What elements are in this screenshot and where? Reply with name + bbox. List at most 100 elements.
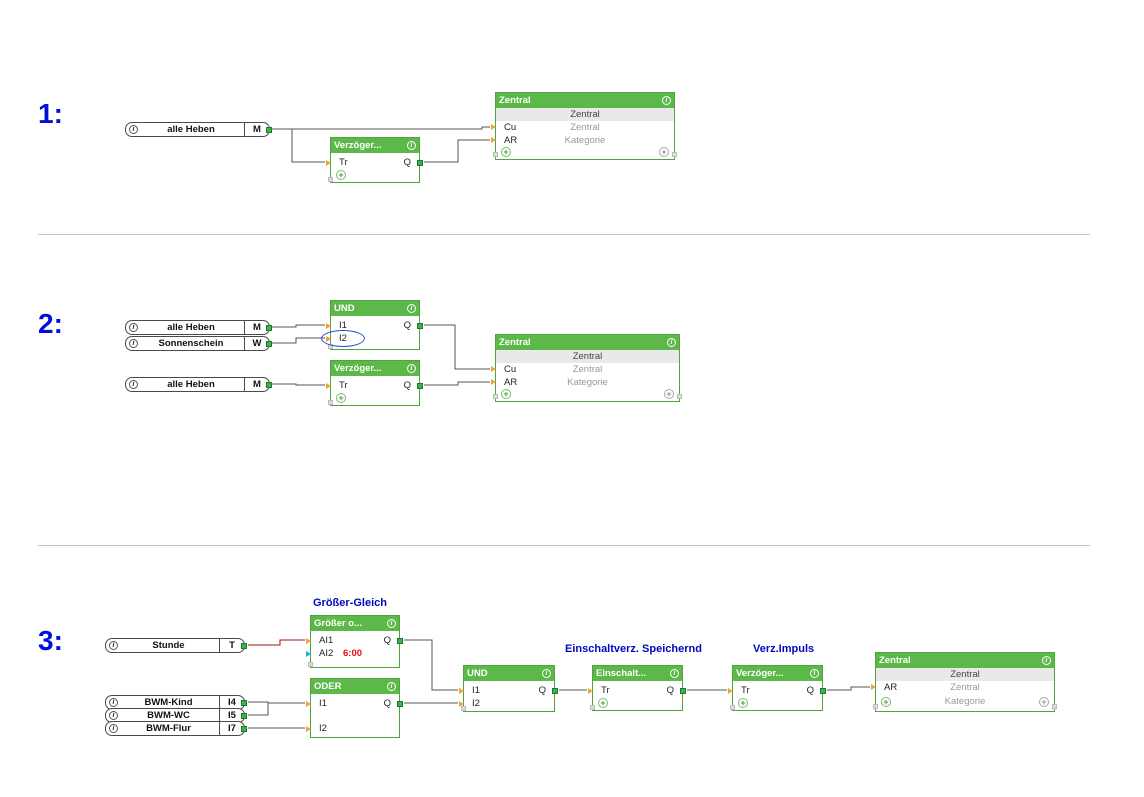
add-output-button[interactable]: + xyxy=(664,389,674,399)
block-verzoegerung-1[interactable]: Verzöger... i Tr Q + xyxy=(326,137,423,183)
output-connector[interactable] xyxy=(266,340,272,347)
input-connector-i1[interactable] xyxy=(326,323,331,329)
block-header[interactable]: UND i xyxy=(331,301,419,316)
input-ref-alle-heben-2a[interactable]: i alle Heben M xyxy=(125,320,272,335)
block-header[interactable]: Zentral i xyxy=(496,335,679,350)
add-input-button[interactable]: + xyxy=(738,698,748,708)
add-input-button[interactable]: + xyxy=(501,147,511,157)
section-1-label: 1: xyxy=(38,98,63,129)
info-icon[interactable]: i xyxy=(387,619,396,628)
output-connector-q[interactable] xyxy=(397,701,403,707)
wire[interactable] xyxy=(272,324,325,328)
input-ref-stunde[interactable]: i Stunde T xyxy=(105,638,247,653)
info-icon[interactable]: i xyxy=(810,669,819,678)
input-connector-tr[interactable] xyxy=(326,160,331,166)
block-zentral-1[interactable]: Zentral i Zentral Cu Zentral AR Kategori… xyxy=(491,92,677,160)
wire[interactable] xyxy=(424,381,490,386)
param-value[interactable]: 6:00 xyxy=(343,648,363,659)
add-input-button[interactable]: + xyxy=(501,389,511,399)
info-icon[interactable]: i xyxy=(407,141,416,150)
block-header[interactable]: Größer o... i xyxy=(311,616,399,631)
block-header[interactable]: UND i xyxy=(464,666,554,681)
block-zentral-2[interactable]: Zentral i Zentral Cu Zentral AR Kategori… xyxy=(491,334,682,402)
input-connector-tr[interactable] xyxy=(326,383,331,389)
input-connector-ar[interactable] xyxy=(491,137,496,143)
output-connector[interactable] xyxy=(266,381,272,388)
wire[interactable] xyxy=(272,126,490,130)
wire[interactable] xyxy=(272,337,325,344)
input-connector-tr[interactable] xyxy=(588,688,593,694)
info-icon[interactable]: i xyxy=(407,364,416,373)
info-icon[interactable]: i xyxy=(1042,656,1051,665)
output-connector[interactable] xyxy=(266,126,272,133)
output-connector[interactable] xyxy=(241,712,247,719)
wire[interactable] xyxy=(404,639,458,691)
output-connector-q[interactable] xyxy=(680,688,686,694)
info-icon[interactable]: i xyxy=(670,669,679,678)
block-verzoegerung-3[interactable]: Verzöger... i Tr Q + xyxy=(728,665,826,711)
input-connector-i2[interactable] xyxy=(306,726,311,732)
input-ref-alle-heben-1[interactable]: i alle Heben M xyxy=(125,122,272,137)
input-connector-ai2[interactable] xyxy=(306,651,311,657)
input-connector-i1[interactable] xyxy=(306,701,311,707)
add-input-button[interactable]: + xyxy=(336,393,346,403)
input-connector-ar[interactable] xyxy=(491,379,496,385)
block-einschaltverzoegerung[interactable]: Einschalt... i Tr Q + xyxy=(588,665,686,711)
input-ref-sonnenschein[interactable]: i Sonnenschein W xyxy=(125,336,272,351)
output-connector[interactable] xyxy=(241,699,247,706)
wire[interactable] xyxy=(424,324,490,370)
output-connector-q[interactable] xyxy=(417,160,423,166)
info-icon[interactable]: i xyxy=(662,96,671,105)
input-connector-cu[interactable] xyxy=(491,366,496,372)
block-und-3[interactable]: UND i I1 Q I2 xyxy=(459,665,558,712)
output-connector-q[interactable] xyxy=(552,688,558,694)
wire[interactable] xyxy=(291,129,325,163)
output-connector[interactable] xyxy=(241,642,247,649)
wire[interactable] xyxy=(248,701,305,704)
block-header[interactable]: Einschalt... i xyxy=(593,666,682,681)
block-zentral-3[interactable]: Zentral i Zentral AR Zentral Kategorie +… xyxy=(871,652,1057,712)
block-header[interactable]: ODER i xyxy=(311,679,399,694)
divider xyxy=(244,337,245,350)
add-input-button[interactable]: + xyxy=(881,697,891,707)
info-icon[interactable]: i xyxy=(667,338,676,347)
block-header[interactable]: Zentral i xyxy=(496,93,674,108)
info-icon[interactable]: i xyxy=(387,682,396,691)
wire[interactable] xyxy=(272,383,325,386)
output-connector[interactable] xyxy=(266,324,272,331)
input-connector-cu[interactable] xyxy=(491,124,496,130)
add-input-button[interactable]: + xyxy=(336,170,346,180)
add-input-button[interactable]: + xyxy=(598,698,608,708)
input-connector-ar[interactable] xyxy=(871,684,876,690)
add-output-button[interactable]: + xyxy=(1039,697,1049,707)
info-icon: i xyxy=(109,724,118,733)
block-und-2[interactable]: UND i I1 Q I2 xyxy=(326,300,423,350)
block-oder[interactable]: ODER i I1 Q I2 xyxy=(306,678,403,738)
wire-analog[interactable] xyxy=(248,639,305,646)
output-connector-q[interactable] xyxy=(397,638,403,644)
block-header[interactable]: Verzöger... i xyxy=(733,666,822,681)
block-verzoegerung-2[interactable]: Verzöger... i Tr Q + xyxy=(326,360,423,406)
output-connector[interactable] xyxy=(241,725,247,732)
output-connector-q[interactable] xyxy=(417,383,423,389)
wire[interactable] xyxy=(248,703,269,716)
ghost-connector xyxy=(590,705,595,710)
input-connector-i2[interactable] xyxy=(459,701,464,707)
wire[interactable] xyxy=(424,139,490,163)
block-header[interactable]: Zentral i xyxy=(876,653,1054,668)
wire[interactable] xyxy=(827,686,870,691)
input-connector-i1[interactable] xyxy=(459,688,464,694)
input-ref-alle-heben-2b[interactable]: i alle Heben M xyxy=(125,377,272,392)
block-header[interactable]: Verzöger... i xyxy=(331,138,419,153)
block-groesser-gleich[interactable]: Größer o... i AI1 Q AI2 6:00 xyxy=(306,615,403,668)
input-connector-i2[interactable] xyxy=(326,336,331,342)
add-output-button[interactable]: + xyxy=(659,147,669,157)
output-connector-q[interactable] xyxy=(820,688,826,694)
output-connector-q[interactable] xyxy=(417,323,423,329)
input-ref-bwm-flur[interactable]: i BWM-Flur I7 xyxy=(105,721,247,736)
info-icon[interactable]: i xyxy=(407,304,416,313)
input-connector-ai1[interactable] xyxy=(306,638,311,644)
info-icon[interactable]: i xyxy=(542,669,551,678)
input-connector-tr[interactable] xyxy=(728,688,733,694)
block-header[interactable]: Verzöger... i xyxy=(331,361,419,376)
